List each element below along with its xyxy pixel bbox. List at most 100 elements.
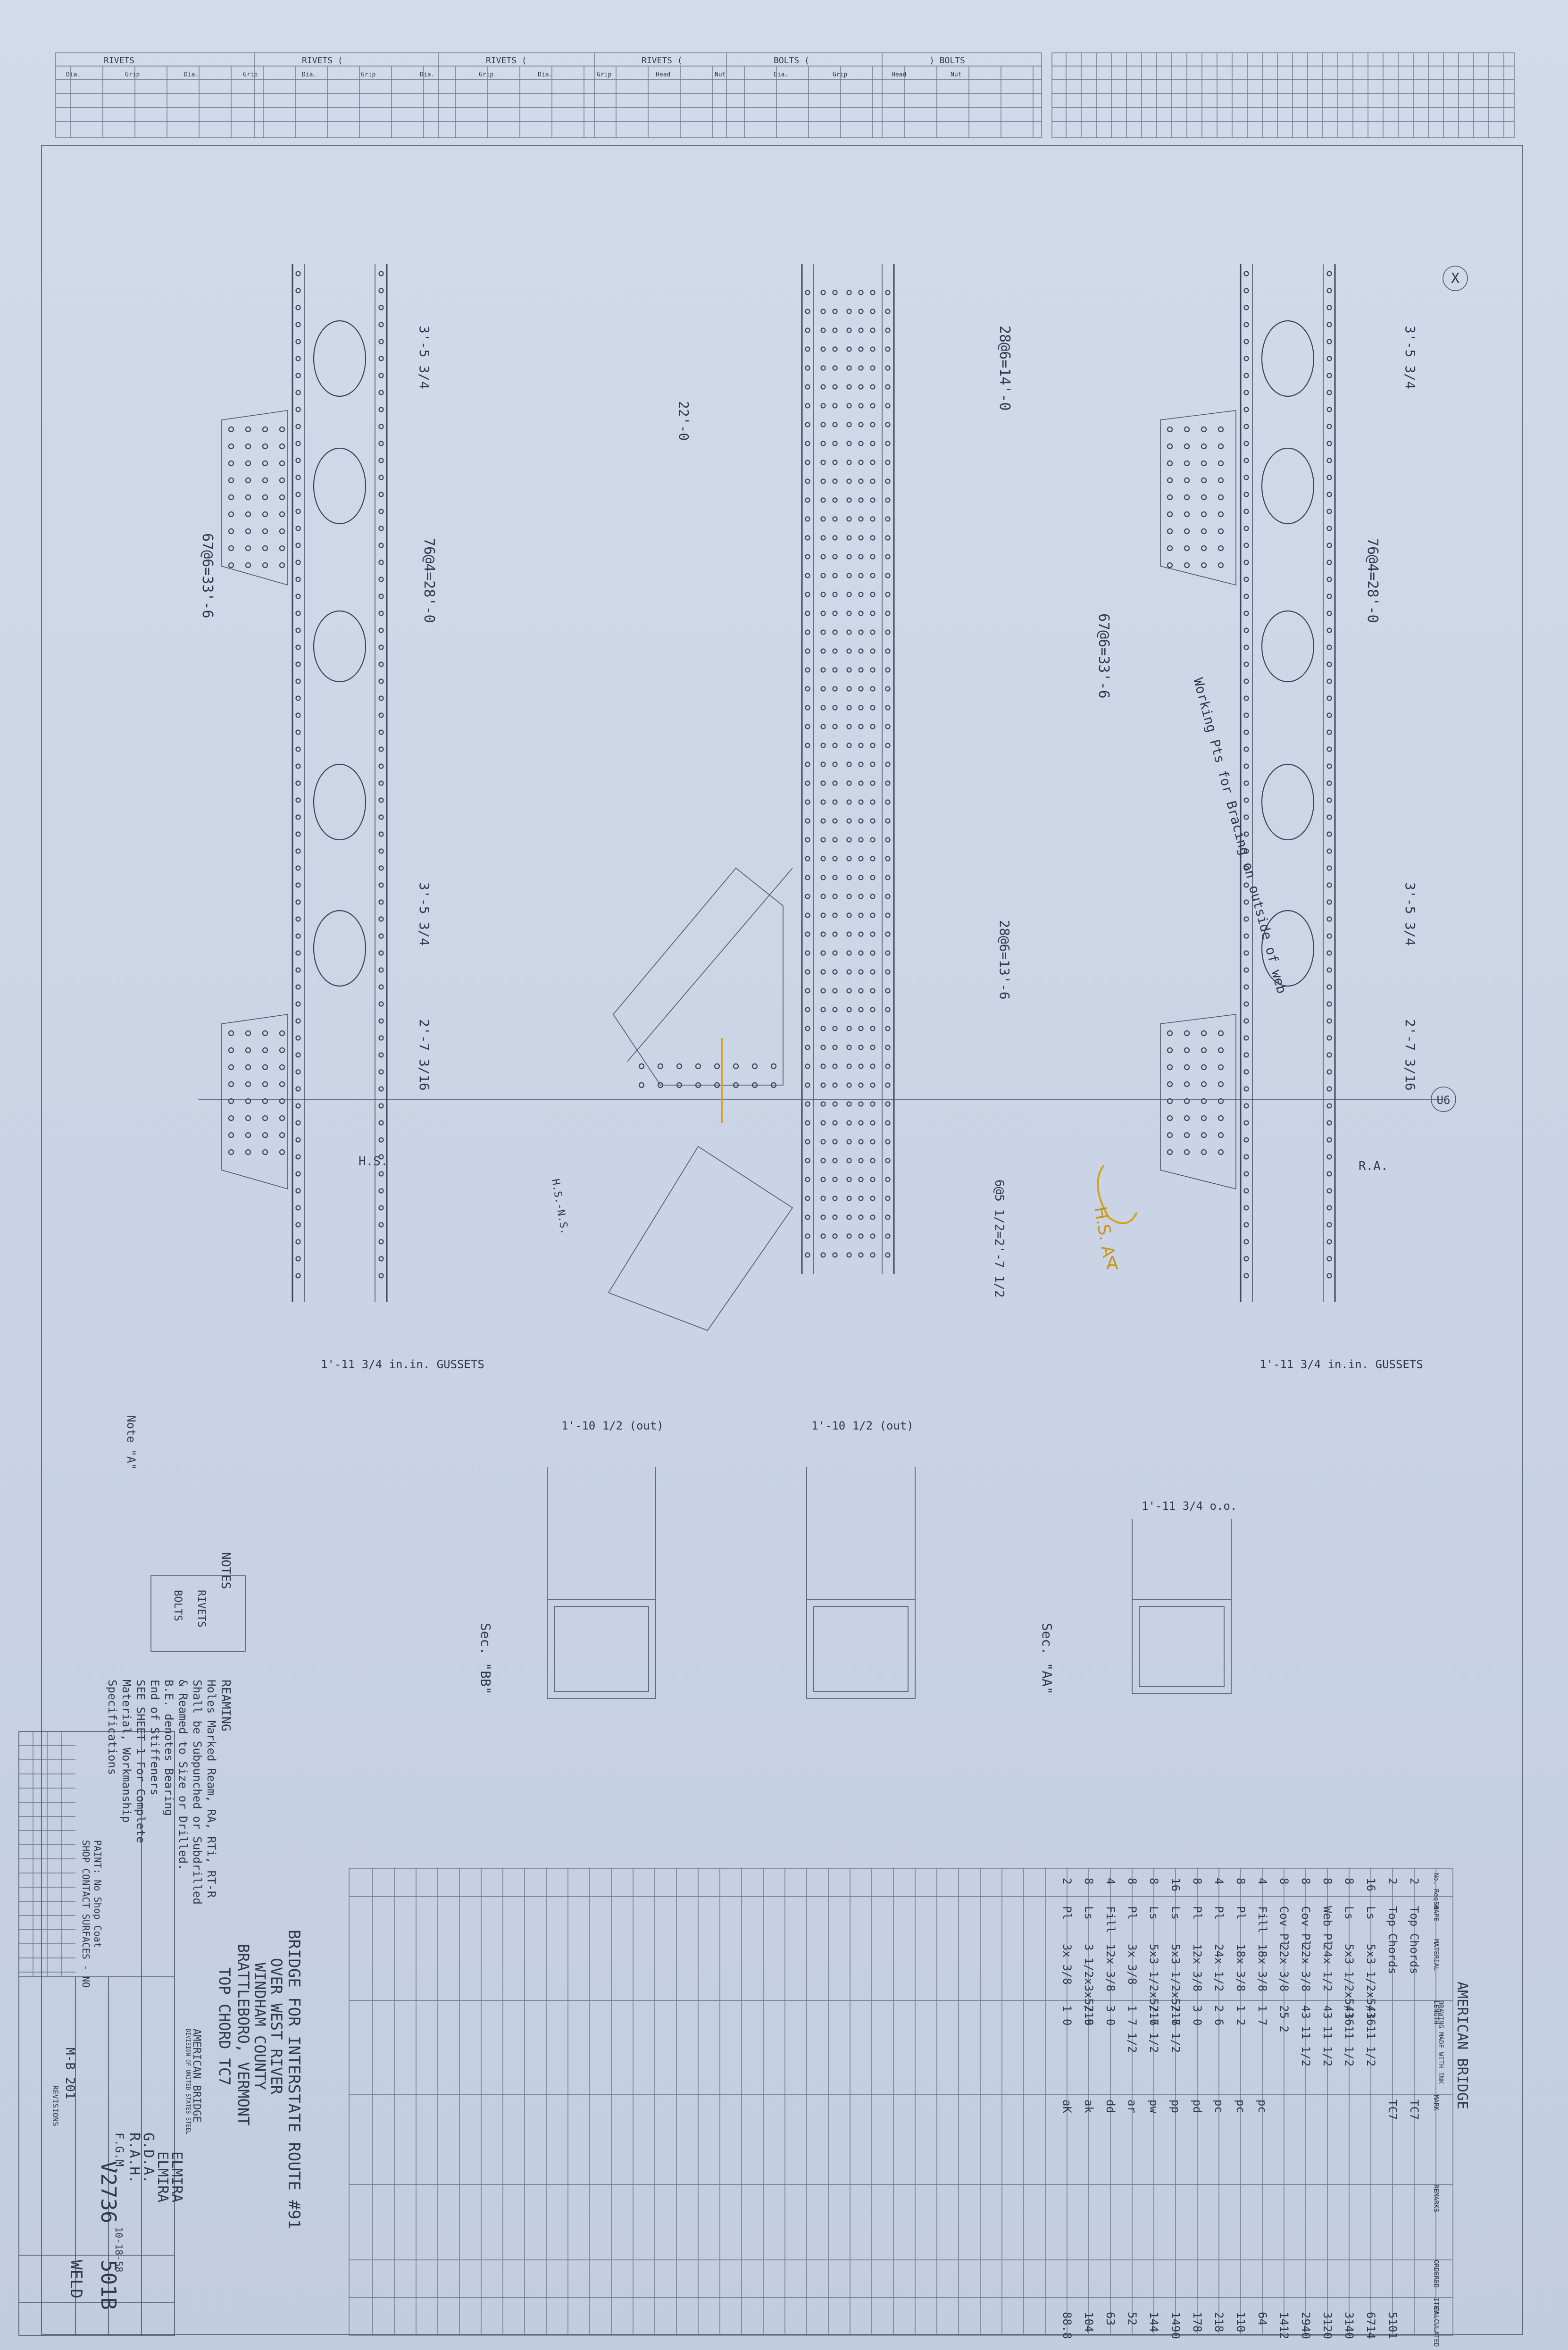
bom-col-6: ORDERED [1432,2260,1440,2288]
bom-cell: TC7 [1386,2099,1399,2120]
left-gusset-top [221,410,288,586]
header-vlines-left [70,66,1034,138]
note-line-10: Specifications [106,1680,119,1775]
shop-contact-note: SHOP CONTACT SURFACES - NO [80,1840,92,1988]
header-subhead-3: Grip [243,71,258,78]
right-made-with: DRAWING MADE WITH INK [1437,2000,1444,2084]
bom-cell: 3x 3/8 [1126,1944,1139,1985]
right-gusset-top [1160,410,1236,586]
center-chord-rivets [805,290,891,1258]
bom-cell: 8 [1277,1878,1291,1884]
bom-cell: 64 [1256,2312,1269,2325]
bom-cell: 6714 [1364,2312,1377,2339]
bom-cell: 22x 3/8 [1299,1944,1312,1991]
section-bb: 1'-10 1/2 (out) Sec. "BB" [478,1419,664,1699]
yellow-note: H.S. A [1090,1205,1118,1259]
bom-cell: pd [1191,2099,1204,2113]
right-chord-holes [1261,320,1315,987]
bom-cell: 2 7 1/2 [1147,2005,1160,2053]
bom-cell: Ls [1169,1906,1182,1920]
hs-label: H.S. [359,1154,388,1169]
bom-cell: pp [1169,2099,1182,2113]
bom-cell: 24x 1/2 [1321,1944,1334,1991]
dim-right-bot: 2'-7 3/16 [1402,1019,1418,1091]
bom-cell: 88.8 [1060,2312,1074,2339]
center-chord-elevation [608,264,895,1331]
bom-cell: Fill [1104,1906,1117,1933]
notes-title: NOTES [218,1552,233,1589]
bom-cell: 2 [1386,1878,1399,1884]
note-line-2: REAMING [218,1680,233,1731]
note-line-7: End of Stiffeners [148,1680,161,1796]
bom-cell: Pl [1191,1906,1204,1920]
form-no: M-B 201 [63,2048,77,2099]
bom-cell: Cov Pl [1299,1906,1312,1947]
bom-cell: 1 7 1/2 [1126,2005,1139,2053]
yellow-a: A [1106,1253,1118,1273]
marker-x: X [1443,266,1468,291]
revision-grid [19,1731,75,1977]
bom-cell: 1 7 [1256,2005,1269,2025]
order-no: V2736 [96,2161,120,2223]
right-chord-rivets [1243,271,1332,1279]
section-aa-right: 1'-11 3/4 o.o. Sec. "AA" [1039,1499,1237,1695]
drawn-by: G.D.A. [140,2133,157,2183]
note-line-4: Shall be Subpunched or Subdrilled [191,1680,204,1905]
bom-cell: 43 11 1/2 [1321,2005,1334,2066]
dim-left-bot: 2'-7 3/16 [417,1019,432,1091]
bom-cell: Ls [1364,1906,1377,1920]
bom-col-2: MATERIAL [1432,1939,1440,1971]
bom-cell: 52 [1126,2312,1139,2325]
gusset-left-note: 1'-11 3/4 in.in. GUSSETS [321,1358,484,1371]
bom-cell: 3x 3/8 [1060,1944,1074,1985]
dim-right-side: 67@6=33'-6 [1095,613,1112,699]
bom-cell: TC7 [1408,2099,1421,2120]
bom-row-lines [372,1868,1436,2335]
bom-cell: 24x 1/2 [1212,1944,1226,1991]
bom-cell: 1 2 [1234,2005,1247,2025]
ra-label: R.A. [1359,1159,1388,1173]
bridge-county: WINDHAM COUNTY [251,1963,269,2090]
bom-cell: 8 [1082,1878,1095,1884]
marker-x-label: X [1451,270,1460,287]
right-header: AMERICAN BRIDGE DRAWING MADE WITH INK [1437,1982,1470,2109]
right-gusset-bottom [1160,1014,1236,1190]
note-line-6: B.E. denotes Bearing [162,1680,175,1816]
bom-cell: pc [1256,2099,1269,2113]
bom-cell: 178 [1191,2312,1204,2332]
bom-cell: 43 11 1/2 [1343,2005,1356,2066]
left-chord-rivets [295,271,384,1279]
yellow-markup: H.S. A A [721,1038,1138,1273]
bom-cell: 144 [1147,2312,1160,2332]
header-group-2: RIVETS ( [486,56,527,66]
bom-cell: 8 [1126,1878,1139,1884]
bom-col-3: LENGTH [1432,2000,1440,2024]
note-a-title: Note "A" [125,1415,138,1470]
dim-right-low: 3'-5 3/4 [1402,882,1418,946]
left-chord-holes [313,320,367,987]
dim-right-mid: 76@4=28'-0 [1364,538,1381,623]
bom-cell: 8 [1191,1878,1204,1884]
dim-center-low: 6@5 1/2=2'-7 1/2 [992,1179,1006,1297]
right-chord-elevation [1160,264,1336,1302]
header-subhead-12: Dia. [774,71,788,78]
notes-block: NOTES Note "A" RIVETS BOLTS REAMING Hole… [80,1415,246,1988]
dim-left-side: 67@6=33'-6 [199,533,216,619]
bom-cell: 2 6 [1212,2005,1226,2025]
bridge-over: OVER WEST RIVER [267,1958,285,2095]
bom-cell: Pl [1060,1906,1074,1920]
note-line-8: SEE SHEET 1 For Complete [134,1680,147,1843]
sec-aa-top: 1'-10 1/2 (out) [811,1419,914,1432]
note-line-0: RIVETS [195,1590,207,1627]
note-line-5: & Reamed to Size or Drilled. [176,1680,190,1871]
bom-cell: 8 [1147,1878,1160,1884]
marker-u6-label: U6 [1437,1094,1451,1107]
bom-col-1: SHAPE [1432,1901,1440,1921]
company-label: AMERICAN BRIDGE [191,2029,202,2123]
sheet-border [41,145,1523,2335]
bom-text: No. Req'dSHAPEMATERIALLENGTHMARKREMARKSO… [1060,1873,1440,2350]
bom-col-5: REMARKS [1432,2184,1440,2212]
bom-cell: Cov Pl [1277,1906,1291,1947]
